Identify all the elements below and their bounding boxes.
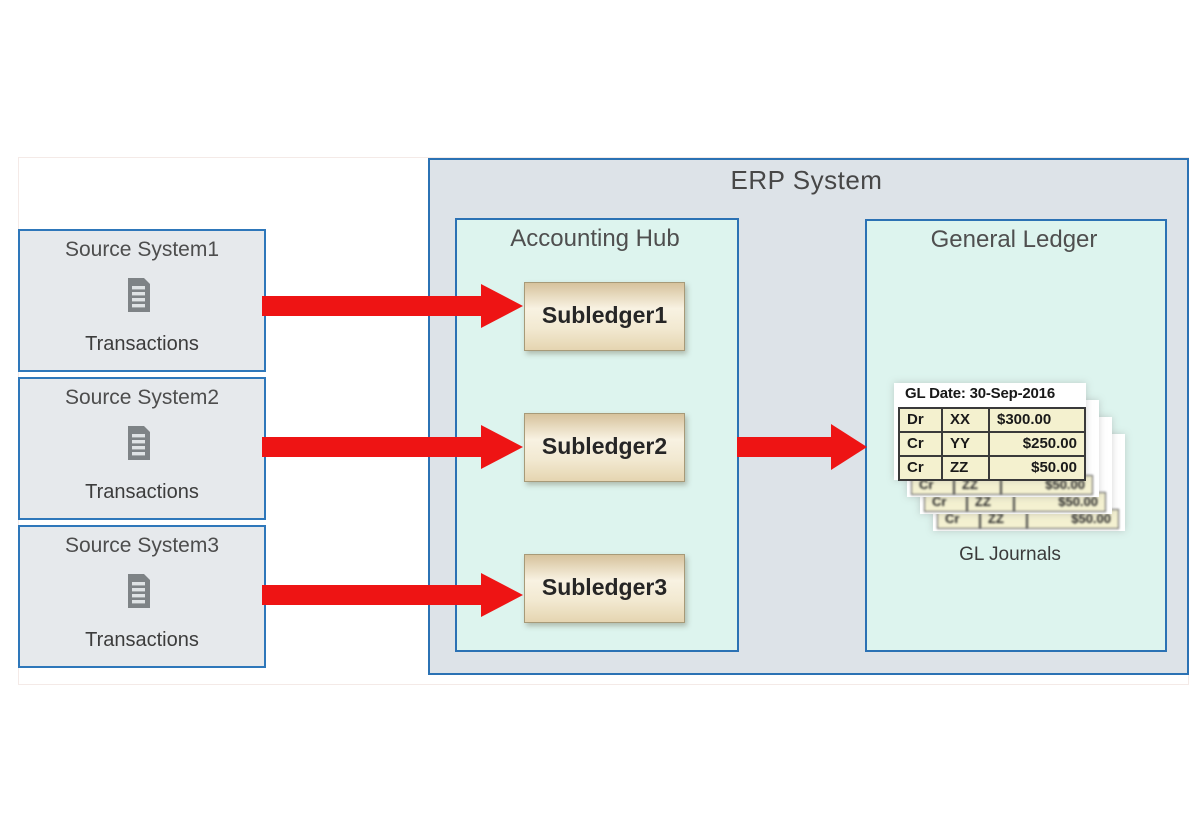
journal-cell: YY — [943, 433, 990, 455]
arrowhead-icon — [831, 424, 867, 470]
journal-card-front: GL Date: 30-Sep-2016 Dr XX $300.00 Cr YY… — [894, 383, 1086, 481]
source-system-3-title: Source System3 — [64, 534, 220, 557]
journal-cell: $50.00 — [1071, 511, 1111, 526]
document-icon — [128, 426, 150, 460]
document-icon — [128, 278, 150, 312]
source-system-1-transactions-label: Transactions — [85, 333, 199, 355]
arrowhead-icon — [481, 425, 523, 469]
arrowhead-icon — [481, 573, 523, 617]
journal-cell: Cr — [938, 510, 981, 528]
subledger-1-box: Subledger1 — [524, 282, 685, 351]
journal-cell: ZZ — [981, 510, 1028, 528]
journal-cell: $50.00 — [1058, 494, 1098, 509]
journal-cell: $50.00 — [1031, 459, 1077, 476]
source-system-3-transactions-label: Transactions — [85, 629, 199, 651]
source-system-2-box: Source System2 Transactions — [18, 377, 266, 520]
journal-cell: Cr — [900, 457, 943, 479]
journal-cell: Cr — [925, 493, 968, 511]
gl-date-label: GL Date: 30-Sep-2016 — [905, 385, 1055, 402]
journal-row: Cr ZZ $50.00 — [900, 457, 1084, 479]
gl-journals-caption: GL Journals — [959, 544, 1061, 565]
source-system-2-title: Source System2 — [64, 386, 220, 409]
journal-cell: $300.00 — [997, 411, 1052, 428]
source-system-2-transactions-label: Transactions — [85, 481, 199, 503]
erp-system-title: ERP System — [730, 165, 883, 195]
subledger-2-box: Subledger2 — [524, 413, 685, 482]
arrowhead-icon — [481, 284, 523, 328]
arrow-source1-to-subledger1 — [262, 296, 482, 316]
accounting-hub-title: Accounting Hub — [510, 225, 680, 252]
document-icon — [128, 574, 150, 608]
journal-cell: ZZ — [968, 493, 1015, 511]
general-ledger-title: General Ledger — [930, 226, 1098, 253]
journal-table: Dr XX $300.00 Cr YY $250.00 Cr ZZ $50.00 — [898, 407, 1086, 481]
arrow-source3-to-subledger3 — [262, 585, 482, 605]
arrow-hub-to-general-ledger — [737, 437, 832, 457]
journal-cell: $250.00 — [1022, 435, 1077, 452]
journal-row: Dr XX $300.00 — [900, 409, 1084, 433]
journal-row: Cr YY $250.00 — [900, 433, 1084, 457]
journal-cell: XX — [943, 409, 990, 431]
source-system-1-box: Source System1 Transactions — [18, 229, 266, 372]
arrow-source2-to-subledger2 — [262, 437, 482, 457]
subledger-3-box: Subledger3 — [524, 554, 685, 623]
journal-cell: Dr — [900, 409, 943, 431]
journal-cell: Cr — [900, 433, 943, 455]
source-system-1-title: Source System1 — [64, 238, 220, 261]
journal-cell: ZZ — [943, 457, 990, 479]
source-system-3-box: Source System3 Transactions — [18, 525, 266, 668]
